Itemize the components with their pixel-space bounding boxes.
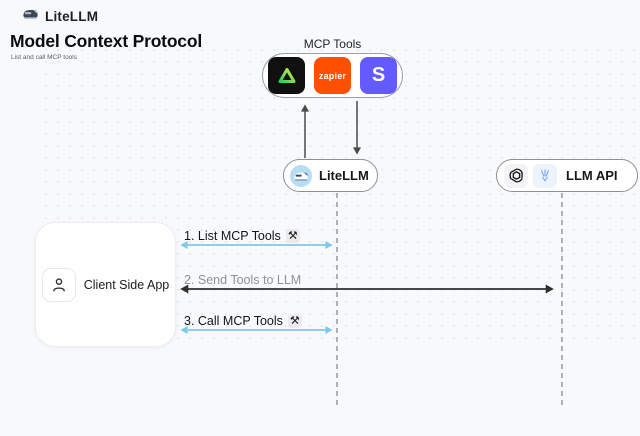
brand-name: LiteLLM <box>45 8 99 24</box>
litellm-node: LiteLLM <box>283 159 378 192</box>
client-side-app-label: Client Side App <box>83 277 170 292</box>
page-subtitle: List and call MCP tools <box>11 54 77 61</box>
litellm-node-label: LiteLLM <box>319 168 369 183</box>
step-1-label: 1. List MCP Tools ⚒ <box>184 229 300 243</box>
mcp-tools-group: zapier S <box>262 53 403 98</box>
litellm-train-icon <box>290 164 312 187</box>
client-side-app-node: Client Side App <box>35 222 176 347</box>
llm-api-node: LLM API <box>496 159 638 192</box>
page-title: Model Context Protocol <box>10 31 202 51</box>
stripe-logo-icon: S <box>360 57 397 94</box>
step-3-label: 3. Call MCP Tools ⚒ <box>184 314 302 328</box>
triangle-logo-icon <box>268 57 305 94</box>
zapier-logo-icon: zapier <box>314 57 351 94</box>
user-icon <box>41 267 76 302</box>
hammer-wrench-icon: ⚒ <box>285 229 300 243</box>
brand: LiteLLM <box>22 7 98 25</box>
litellm-logo-icon <box>22 7 39 25</box>
openai-icon <box>504 163 528 188</box>
step-2-label: 2. Send Tools to LLM <box>184 273 302 287</box>
llm-provider-icon <box>533 163 557 188</box>
mcp-tools-label: MCP Tools <box>303 37 362 51</box>
llm-api-node-label: LLM API <box>566 168 618 183</box>
hammer-wrench-icon: ⚒ <box>287 314 302 328</box>
